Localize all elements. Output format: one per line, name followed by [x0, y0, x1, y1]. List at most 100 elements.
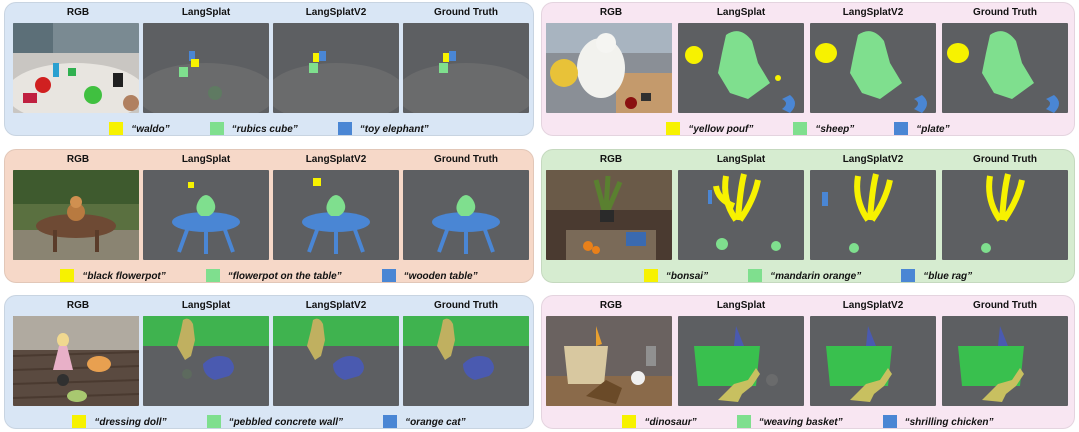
yellow-swatch — [72, 415, 87, 428]
column-title-ground-truth: Ground Truth — [973, 7, 1037, 18]
panel-sheep-scene: RGB LangSplat LangSplatV2 Ground Truth — [541, 2, 1075, 136]
legend-item: “pebbled concrete wall” — [206, 415, 344, 428]
rgb-image — [13, 316, 139, 406]
legend-item: “shrilling chicken” — [882, 415, 994, 428]
langsplat-prediction — [143, 316, 269, 406]
panel-flowerpot-scene: RGB LangSplat LangSplatV2 Ground Truth — [4, 149, 534, 283]
legend-item: “black flowerpot” — [60, 269, 166, 282]
langsplatv2-prediction — [810, 170, 936, 260]
yellow-swatch — [643, 269, 658, 282]
blue-swatch — [901, 269, 916, 282]
panel-doll-scene: RGB LangSplat LangSplatV2 Ground Truth — [4, 295, 534, 429]
column-title-langsplatv2: LangSplatV2 — [842, 7, 904, 18]
legend: “bonsai” “mandarin orange” “blue rag” — [542, 268, 1074, 282]
column-title-langsplatv2: LangSplatV2 — [842, 300, 904, 311]
ground-truth-mask — [403, 170, 529, 260]
langsplat-prediction — [678, 170, 804, 260]
ground-truth-mask — [942, 23, 1068, 113]
legend-label: “bonsai” — [665, 270, 709, 282]
yellow-swatch — [622, 415, 637, 428]
blue-swatch — [337, 122, 352, 135]
legend-item: “dinosaur” — [622, 415, 697, 428]
legend-item: “sheep” — [793, 122, 854, 135]
langsplatv2-prediction — [810, 23, 936, 113]
legend-item: “dressing doll” — [72, 415, 167, 428]
legend-label: “flowerpot on the table” — [227, 270, 342, 282]
legend-label: “dressing doll” — [94, 416, 167, 428]
legend-label: “mandarin orange” — [770, 270, 862, 282]
ground-truth-mask — [403, 316, 529, 406]
blue-swatch — [882, 415, 897, 428]
green-swatch — [206, 415, 221, 428]
green-swatch — [793, 122, 808, 135]
legend: “dinosaur” “weaving basket” “shrilling c… — [542, 414, 1074, 428]
langsplat-prediction — [143, 170, 269, 260]
column-title-langsplat: LangSplat — [716, 154, 766, 165]
column-title-langsplat: LangSplat — [716, 300, 766, 311]
legend-item: “mandarin orange” — [748, 269, 862, 282]
legend-item: “orange cat” — [383, 415, 466, 428]
green-swatch — [205, 269, 220, 282]
blue-swatch — [381, 269, 396, 282]
rgb-image — [546, 170, 672, 260]
column-title-ground-truth: Ground Truth — [434, 300, 498, 311]
rgb-image — [13, 170, 139, 260]
column-title-ground-truth: Ground Truth — [973, 300, 1037, 311]
rgb-image — [546, 23, 672, 113]
column-title-langsplat: LangSplat — [181, 154, 231, 165]
rgb-image — [13, 23, 139, 113]
legend-item: “bonsai” — [643, 269, 709, 282]
column-title-langsplatv2: LangSplatV2 — [842, 154, 904, 165]
panel-waldo-scene: RGB LangSplat LangSplatV2 Ground Truth — [4, 2, 534, 136]
yellow-swatch — [60, 269, 75, 282]
legend-item: “weaving basket” — [736, 415, 843, 428]
langsplatv2-prediction — [810, 316, 936, 406]
column-title-ground-truth: Ground Truth — [973, 154, 1037, 165]
panel-dinosaur-scene: RGB LangSplat LangSplatV2 Ground Truth — [541, 295, 1075, 429]
legend: “black flowerpot” “flowerpot on the tabl… — [5, 268, 533, 282]
legend-label: “orange cat” — [405, 416, 466, 428]
legend-label: “plate” — [916, 123, 950, 135]
column-title-ground-truth: Ground Truth — [434, 7, 498, 18]
column-title-rgb: RGB — [66, 7, 90, 18]
column-title-langsplat: LangSplat — [181, 7, 231, 18]
column-title-rgb: RGB — [66, 300, 90, 311]
green-swatch — [736, 415, 751, 428]
legend: “yellow pouf” “sheep” “plate” — [542, 121, 1074, 135]
green-swatch — [748, 269, 763, 282]
legend-label: “blue rag” — [923, 270, 973, 282]
legend-item: “yellow pouf” — [666, 122, 753, 135]
legend-item: “waldo” — [109, 122, 170, 135]
green-swatch — [209, 122, 224, 135]
column-title-rgb: RGB — [599, 154, 623, 165]
yellow-swatch — [109, 122, 124, 135]
ground-truth-mask — [942, 316, 1068, 406]
legend-label: “weaving basket” — [758, 416, 843, 428]
legend-item: “toy elephant” — [337, 122, 429, 135]
langsplatv2-prediction — [273, 316, 399, 406]
legend-item: “rubics cube” — [209, 122, 298, 135]
legend-label: “pebbled concrete wall” — [228, 416, 344, 428]
legend-label: “black flowerpot” — [82, 270, 166, 282]
langsplat-prediction — [678, 23, 804, 113]
legend-item: “wooden table” — [381, 269, 478, 282]
legend-label: “rubics cube” — [231, 123, 298, 135]
langsplat-prediction — [678, 316, 804, 406]
column-title-langsplat: LangSplat — [181, 300, 231, 311]
blue-swatch — [383, 415, 398, 428]
legend: “dressing doll” “pebbled concrete wall” … — [5, 414, 533, 428]
column-title-langsplatv2: LangSplatV2 — [305, 300, 367, 311]
column-title-ground-truth: Ground Truth — [434, 154, 498, 165]
yellow-swatch — [666, 122, 681, 135]
legend-label: “wooden table” — [403, 270, 478, 282]
legend-item: “blue rag” — [901, 269, 973, 282]
legend-label: “shrilling chicken” — [904, 416, 994, 428]
legend-label: “waldo” — [131, 123, 170, 135]
legend-item: “flowerpot on the table” — [205, 269, 342, 282]
langsplat-prediction — [143, 23, 269, 113]
rgb-image — [546, 316, 672, 406]
panel-bonsai-scene: RGB LangSplat LangSplatV2 Ground Truth — [541, 149, 1075, 283]
legend-label: “dinosaur” — [644, 416, 697, 428]
column-title-langsplat: LangSplat — [716, 7, 766, 18]
langsplatv2-prediction — [273, 170, 399, 260]
